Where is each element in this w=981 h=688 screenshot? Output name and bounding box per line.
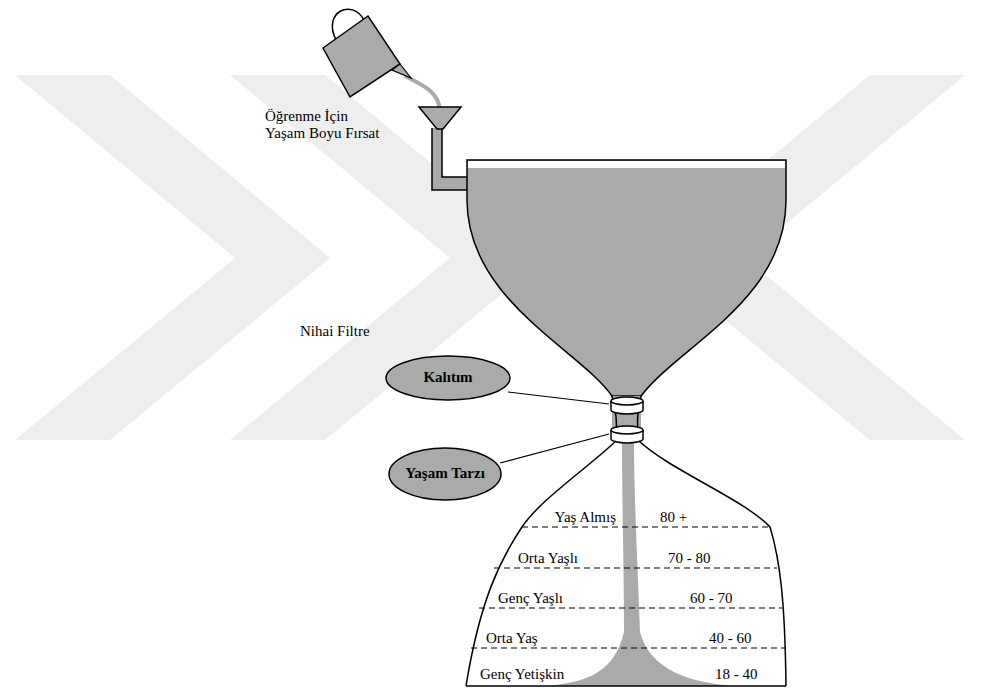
ellipse-shape bbox=[389, 448, 501, 500]
filter-label: Yaşam Tarzı bbox=[405, 465, 485, 482]
age-range-label: 18 - 40 bbox=[715, 666, 758, 683]
age-group-label: Genç Yaşlı bbox=[498, 590, 563, 607]
age-band: Orta Yaş 40 - 60 bbox=[460, 609, 790, 648]
band-dividers bbox=[471, 527, 785, 648]
age-group-label: Orta Yaşlı bbox=[518, 550, 578, 567]
filter-rings bbox=[611, 397, 643, 443]
age-group-label: Yaş Almış bbox=[555, 509, 616, 526]
age-group-label: Orta Yaş bbox=[486, 630, 538, 647]
ellipse-shape bbox=[386, 356, 510, 400]
age-band: Yaş Almış 80 + bbox=[460, 488, 790, 527]
upper-bulb bbox=[467, 160, 786, 396]
age-group-label: Genç Yetişkin bbox=[480, 666, 564, 683]
age-range-label: 40 - 60 bbox=[709, 630, 752, 647]
filter-title: Nihai Filtre bbox=[300, 322, 370, 340]
age-band: Genç Yetişkin 18 - 40 bbox=[460, 649, 790, 684]
pitcher bbox=[323, 9, 440, 110]
age-band: Genç Yaşlı 60 - 70 bbox=[460, 569, 790, 608]
age-band: Orta Yaşlı 70 - 80 bbox=[460, 528, 790, 568]
watermark bbox=[15, 75, 965, 440]
filter-title: Nihai Filtre bbox=[300, 323, 370, 339]
filter-ellipse: Yaşam Tarzı bbox=[388, 447, 502, 501]
age-range-label: 70 - 80 bbox=[668, 550, 711, 567]
filter-ellipse: Kalıtım bbox=[385, 355, 511, 401]
funnel bbox=[419, 107, 468, 190]
leader-lines bbox=[500, 392, 609, 463]
input-label: Öğrenme İçin Yaşam Boyu Fırsat bbox=[265, 108, 382, 143]
age-range-label: 60 - 70 bbox=[690, 590, 733, 607]
filter-label: Kalıtım bbox=[423, 369, 472, 386]
age-range-label: 80 + bbox=[660, 509, 687, 526]
input-label: Öğrenme İçin Yaşam Boyu Fırsat bbox=[265, 108, 382, 143]
lower-bulb bbox=[466, 441, 786, 686]
